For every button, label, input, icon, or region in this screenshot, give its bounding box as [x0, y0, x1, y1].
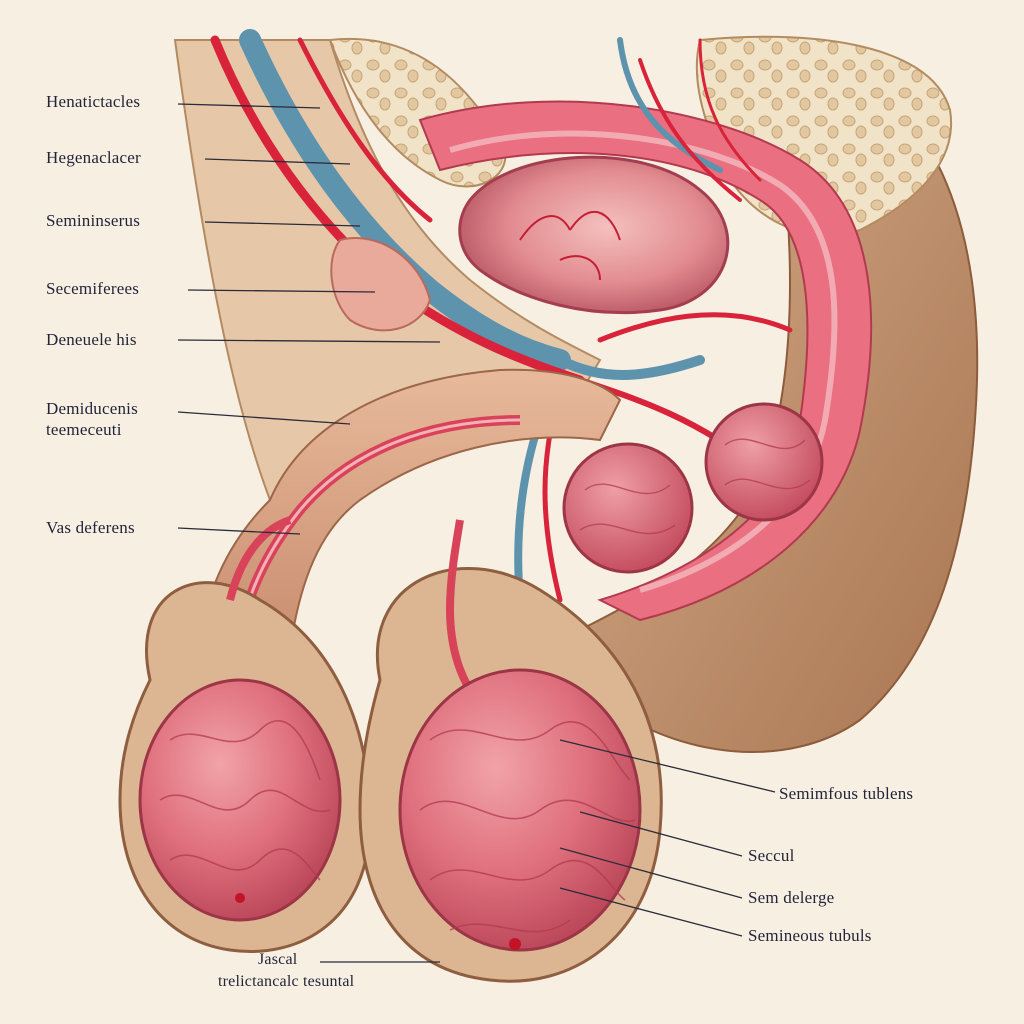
rectal-muscle-wall — [418, 100, 873, 622]
seminal-vesicle — [330, 237, 432, 332]
label-teemeceuti: teemeceuti — [46, 420, 122, 439]
label-henatictacles: Henatictacles — [46, 92, 141, 111]
seminiferous-tubule-pattern — [159, 720, 636, 933]
testis-right — [398, 668, 642, 952]
label-jascal: Jascal — [258, 951, 298, 968]
label-deneuele-his: Deneuele his — [46, 330, 137, 349]
label-semimfous-tublens: Semimfous tublens — [779, 784, 914, 803]
label-secemiferees: Secemiferees — [46, 279, 140, 298]
label-trelictancalc-tesuntal: trelictancalc tesuntal — [218, 973, 355, 990]
bladder-vessels — [519, 210, 621, 281]
label-demiducenis: Demiducenis — [46, 399, 138, 418]
label-seccul: Seccul — [748, 846, 795, 865]
gland-right — [704, 402, 824, 522]
label-semineous-tubuls: Semineous tubuls — [748, 926, 872, 945]
label-hegenaclacer: Hegenaclacer — [46, 148, 141, 167]
label-sem-delerge: Sem delerge — [748, 888, 835, 907]
label-semininserus: Semininserus — [46, 211, 141, 230]
leader-lines — [177, 103, 776, 963]
label-vas-deferens: Vas deferens — [46, 518, 135, 537]
spermatic-cord-left — [226, 516, 292, 601]
spermatic-cord-right — [446, 519, 474, 693]
testis-left — [138, 678, 342, 922]
bladder — [458, 155, 730, 315]
gland-left — [562, 442, 694, 574]
